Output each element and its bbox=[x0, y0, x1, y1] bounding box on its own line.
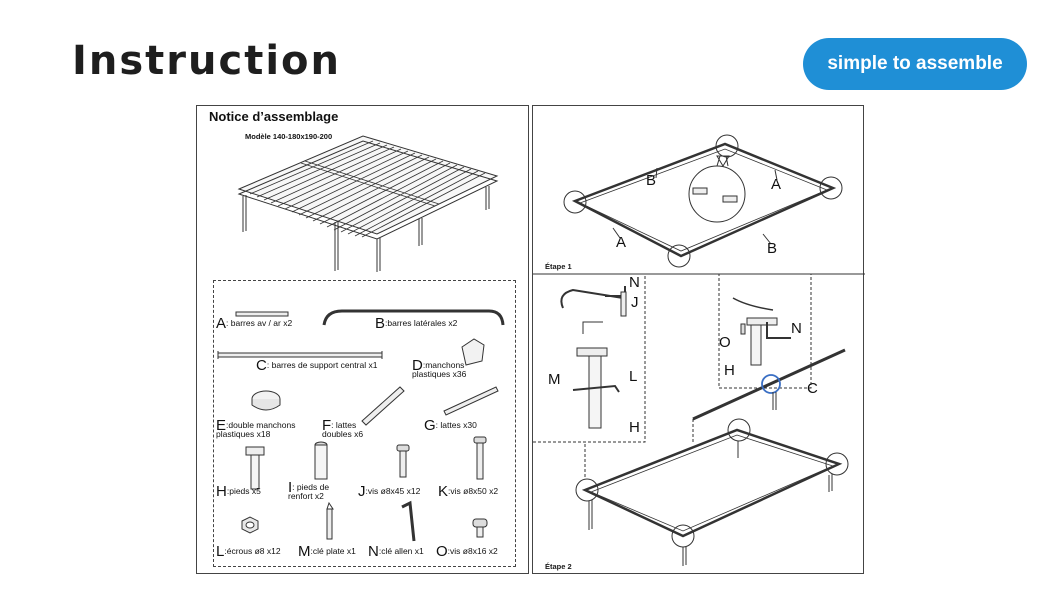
part-c-label: C: barres de support central x1 bbox=[256, 357, 378, 374]
part-m-label: M:clé plate x1 bbox=[298, 543, 356, 560]
assembly-notice-panel: Notice d’assemblage Modèle 140-180x190-2… bbox=[196, 105, 529, 574]
callout-c: C bbox=[807, 380, 818, 397]
callout-m: M bbox=[548, 371, 561, 388]
step-1-label: Étape 1 bbox=[545, 262, 572, 271]
callout-o: O bbox=[719, 334, 731, 351]
callout-b-bottom: B bbox=[767, 240, 778, 257]
callout-l: L bbox=[629, 368, 638, 385]
part-n-label: N:clé allen x1 bbox=[368, 543, 424, 560]
part-b-label: B:barres latérales x2 bbox=[375, 315, 458, 332]
callout-n-right: N bbox=[791, 320, 802, 337]
callout-j: J bbox=[631, 294, 639, 311]
callout-n-left: N bbox=[629, 274, 640, 291]
parts-list-box: A: barres av / ar x2 B:barres latérales … bbox=[213, 280, 516, 567]
simple-to-assemble-badge[interactable]: simple to assemble bbox=[803, 38, 1027, 90]
callout-a-left: A bbox=[616, 234, 627, 251]
part-a-label: A: barres av / ar x2 bbox=[216, 315, 293, 332]
model-label: Modèle 140-180x190-200 bbox=[245, 132, 333, 141]
part-l-label: L:écrous ø8 x12 bbox=[216, 543, 281, 560]
part-h-label: H:pieds x5 bbox=[216, 483, 261, 500]
assembly-steps-panel: B A A B Étape 1 bbox=[532, 105, 865, 574]
parts-drawings bbox=[217, 309, 505, 542]
callout-a-right: A bbox=[771, 176, 782, 193]
part-e-label: E:double manchons plastiques x18 bbox=[216, 417, 296, 439]
notice-title: Notice d’assemblage bbox=[209, 109, 339, 124]
part-g-label: G: lattes x30 bbox=[424, 417, 477, 434]
part-i-label: I: pieds de renfort x2 bbox=[288, 479, 330, 501]
bed-frame-illustration bbox=[237, 135, 499, 272]
callout-b-top: B bbox=[646, 172, 657, 189]
part-k-label: K:vis ø8x50 x2 bbox=[438, 483, 499, 500]
part-o-label: O:vis ø8x16 x2 bbox=[436, 543, 498, 560]
callout-h-right: H bbox=[724, 362, 735, 379]
step-1-illustration bbox=[563, 134, 843, 268]
page-title: Instruction bbox=[72, 38, 341, 84]
step-2-label: Étape 2 bbox=[545, 562, 572, 571]
part-f-label: F: lattes doubles x6 bbox=[322, 417, 364, 439]
callout-h-left: H bbox=[629, 419, 640, 436]
step-2-illustration bbox=[533, 273, 865, 566]
part-d-label: D:manchons plastiques x36 bbox=[412, 357, 467, 379]
part-j-label: J:vis ø8x45 x12 bbox=[358, 483, 421, 500]
